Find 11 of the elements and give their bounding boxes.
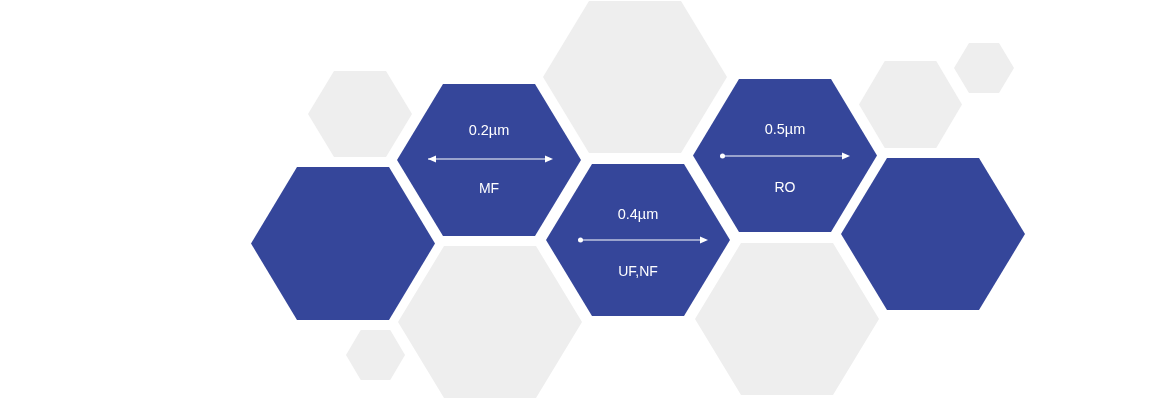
hexagon-tile [693, 79, 877, 232]
filtration-type-label: UF,NF [618, 263, 658, 279]
filtration-type-label: MF [478, 180, 500, 196]
hexagon-tile [546, 164, 730, 316]
hexagon-tile [251, 167, 435, 320]
hexagon-tile [841, 158, 1025, 310]
size-label: 0.5µm [764, 121, 806, 137]
size-label: 0.4µm [617, 206, 659, 222]
filtration-type-label: RO [774, 179, 796, 195]
size-label: 0.2µm [468, 122, 510, 138]
hexagon-tile [397, 84, 581, 236]
